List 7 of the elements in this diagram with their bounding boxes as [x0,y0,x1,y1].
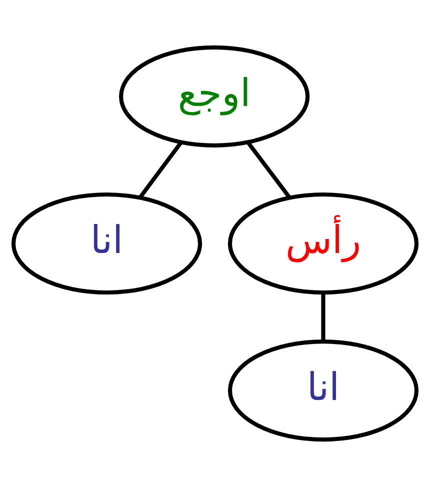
node-ellipse: اوجع [119,45,310,148]
connector [138,141,183,199]
node-ellipse: رأس [228,192,419,295]
connector [246,141,292,199]
node-ellipse: انا [228,339,419,442]
node-ellipse: انا [11,192,202,295]
connector [321,292,326,342]
